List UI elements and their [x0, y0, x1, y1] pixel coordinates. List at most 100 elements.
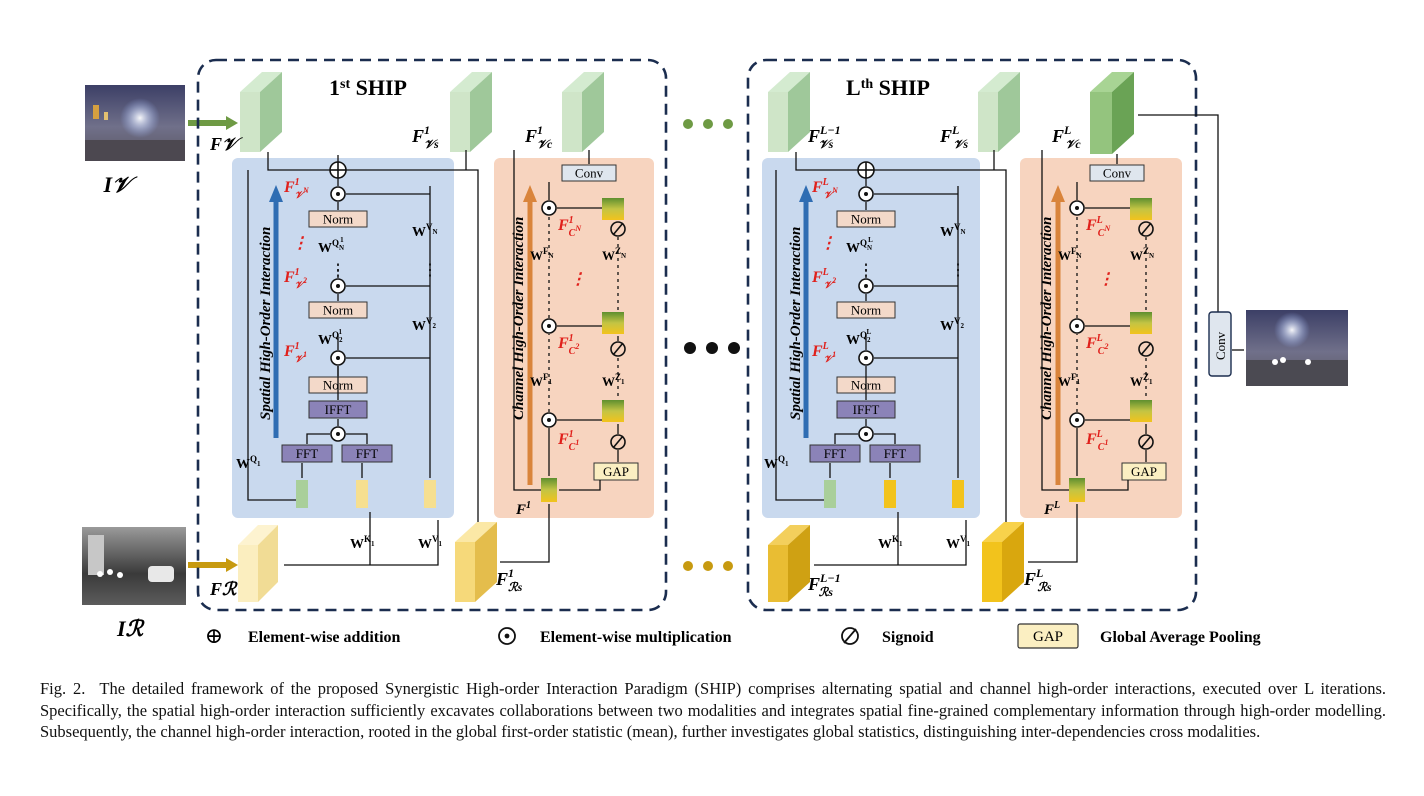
svg-text:Norm: Norm	[851, 212, 881, 227]
feature-block-fvs1	[450, 72, 492, 152]
svg-text:⋮: ⋮	[330, 262, 346, 279]
feature-block-fvc1	[562, 72, 604, 152]
wkL-label: WK1	[878, 534, 903, 552]
svg-text:WF1: WF1	[1058, 372, 1081, 389]
svg-text:⋮: ⋮	[1098, 271, 1114, 288]
stage1-title: 1st SHIP	[329, 75, 407, 100]
legend-add-label: Element-wise addition	[248, 629, 401, 646]
stageL-title: Lth SHIP	[846, 75, 930, 100]
svg-text:WQN1: WQN1	[318, 236, 344, 256]
wvL-label: WV1	[946, 534, 971, 552]
svg-text:WQNL: WQNL	[846, 236, 873, 256]
svg-text:WZN: WZN	[1130, 246, 1154, 263]
stage1-channel-internals: Conv GAP F1 WFN	[515, 150, 639, 518]
stage1-spatial-panel	[232, 158, 454, 518]
stageL-border	[746, 58, 1198, 612]
stageL-spatial-panel	[762, 158, 980, 518]
caption-label: Fig. 2.	[40, 679, 86, 698]
legend-mul-icon	[498, 627, 516, 645]
stageL-channel-label: Channel High-Order Interaction	[1039, 217, 1055, 420]
svg-text:WF1: WF1	[530, 372, 553, 389]
svg-text:F1: F1	[515, 500, 531, 518]
svg-text:WQ1: WQ1	[764, 454, 789, 472]
fr-label: Fℛ	[209, 579, 238, 599]
svg-text:WV2: WV2	[412, 316, 437, 334]
continuation-dots	[683, 119, 740, 571]
svg-text:WQ2L: WQ2L	[846, 328, 872, 348]
svg-text:IFFT: IFFT	[853, 402, 880, 417]
stageL-spatial-label: Spatial High-Order Interaction	[788, 227, 804, 420]
svg-text:FFT: FFT	[884, 446, 906, 461]
infrared-arrow-head	[226, 558, 238, 572]
svg-text:⋮: ⋮	[858, 262, 874, 279]
final-conv-label: Conv	[1213, 331, 1228, 360]
feature-block-frsL-1	[768, 525, 810, 602]
stageL-channel-internals: Conv GAP FL WFN WF1 WZN WZ1 F	[1043, 154, 1167, 518]
feature-block-fvsL	[978, 72, 1020, 152]
svg-text:WFN: WFN	[1058, 246, 1082, 263]
svg-text:FFT: FFT	[356, 446, 378, 461]
feature-block-frs1	[455, 522, 497, 602]
fused-output-image	[1246, 310, 1348, 386]
svg-text:⋮: ⋮	[950, 262, 966, 279]
svg-text:FFT: FFT	[824, 446, 846, 461]
ship-framework-figure: I𝒱 Iℛ 1st SHIP Lth SHIP Spatial High-Ord…	[82, 58, 1348, 649]
svg-text:WV2: WV2	[940, 316, 965, 334]
stage1-channel-panel	[494, 158, 654, 518]
stageL-connectors	[814, 114, 1244, 566]
figure-caption: Fig. 2.The detailed framework of the pro…	[40, 678, 1386, 743]
svg-text:WZ1: WZ1	[602, 372, 625, 389]
final-conv-block	[1208, 311, 1232, 377]
feature-block-fr	[238, 525, 278, 602]
infrared-image-label: Iℛ	[116, 616, 146, 641]
infrared-input-image	[82, 527, 186, 605]
svg-text:WZN: WZN	[602, 246, 626, 263]
legend-mul-label: Element-wise multiplication	[540, 629, 732, 646]
svg-text:WFN: WFN	[530, 246, 554, 263]
svg-text:Norm: Norm	[323, 303, 353, 318]
svg-text:GAP: GAP	[1033, 629, 1063, 645]
legend-add-icon: ⊕	[205, 623, 223, 648]
svg-text:Conv: Conv	[575, 166, 604, 181]
feature-block-fvsL-1	[768, 72, 810, 152]
feature-block-frsL	[982, 522, 1024, 602]
svg-text:WVN: WVN	[940, 222, 966, 240]
svg-text:Norm: Norm	[323, 212, 353, 227]
legend-sig-label: Signoid	[882, 629, 934, 646]
fv-label: F𝒱	[209, 134, 243, 154]
legend-gap-box	[1017, 623, 1079, 649]
svg-text:Conv: Conv	[1103, 166, 1132, 181]
feature-block-fv	[240, 72, 282, 152]
svg-text:GAP: GAP	[603, 464, 629, 479]
legend-sigmoid-icon	[841, 627, 859, 645]
svg-text:FFT: FFT	[296, 446, 318, 461]
caption-text: The detailed framework of the proposed S…	[40, 679, 1386, 741]
feature-block-fvcL	[1090, 72, 1134, 154]
svg-text:⋮: ⋮	[422, 262, 438, 279]
stage1-channel-label: Channel High-Order Interaction	[511, 217, 527, 420]
wv1-label: WV1	[418, 534, 443, 552]
visible-image-label: I𝒱	[103, 172, 139, 197]
legend-gap-label: Global Average Pooling	[1100, 629, 1261, 646]
stageL-spatial-internals: Norm Norm Norm IFFT FFT FFT WQNL WQ2L WQ…	[764, 152, 966, 508]
svg-text:⋮: ⋮	[570, 271, 586, 288]
svg-text:⋮: ⋮	[292, 235, 308, 252]
svg-text:FL: FL	[1043, 500, 1060, 518]
stage1-spatial-internals: Norm Norm Norm IFFT FFT FFT	[236, 152, 438, 508]
